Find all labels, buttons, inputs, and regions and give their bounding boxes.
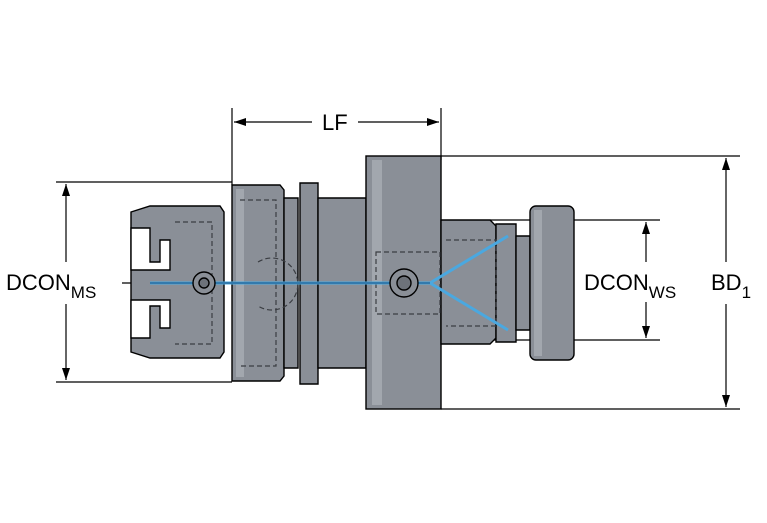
- dcon-ms-label-main: DCON: [6, 270, 71, 295]
- coolant-branch-bottom: [429, 281, 509, 332]
- lf-label: LF: [322, 110, 348, 135]
- screws: [192, 268, 419, 298]
- hsk-slot-top: [130, 227, 171, 271]
- bd-label: BD1: [711, 270, 751, 302]
- dcon-ms-label-sub: MS: [71, 283, 97, 302]
- dimension-labels: LF DCONMS DCONWS BD1: [6, 110, 751, 302]
- dcon-ms-label: DCONMS: [6, 270, 96, 302]
- coolant-branch-top: [429, 234, 509, 285]
- bd-arrow-bottom: [722, 395, 730, 407]
- dcon-ms-arrow-bottom: [62, 368, 70, 380]
- dcon-ws-label: DCONWS: [584, 270, 676, 302]
- adaptor-neck: [515, 235, 531, 331]
- clamp-screw-inner: [396, 275, 412, 291]
- cap-highlight: [534, 210, 542, 356]
- dcon-ws-arrow-bottom: [642, 326, 650, 338]
- dcon-ws-arrow-top: [642, 222, 650, 234]
- lf-arrow-right: [427, 118, 439, 126]
- dcon-ms-arrow-top: [62, 184, 70, 196]
- bd-label-main: BD: [711, 270, 742, 295]
- dcon-ws-label-sub: WS: [649, 283, 676, 302]
- dcon-ws-label-main: DCON: [584, 270, 649, 295]
- hidden-collar-bore: [240, 199, 277, 367]
- hsk-slot-bottom: [130, 299, 171, 339]
- bd-label-sub: 1: [742, 283, 751, 302]
- lf-arrow-left: [234, 118, 246, 126]
- hidden-adaptor-bore: [446, 239, 497, 327]
- bd-arrow-top: [722, 158, 730, 170]
- shank-screw-inner: [198, 277, 210, 289]
